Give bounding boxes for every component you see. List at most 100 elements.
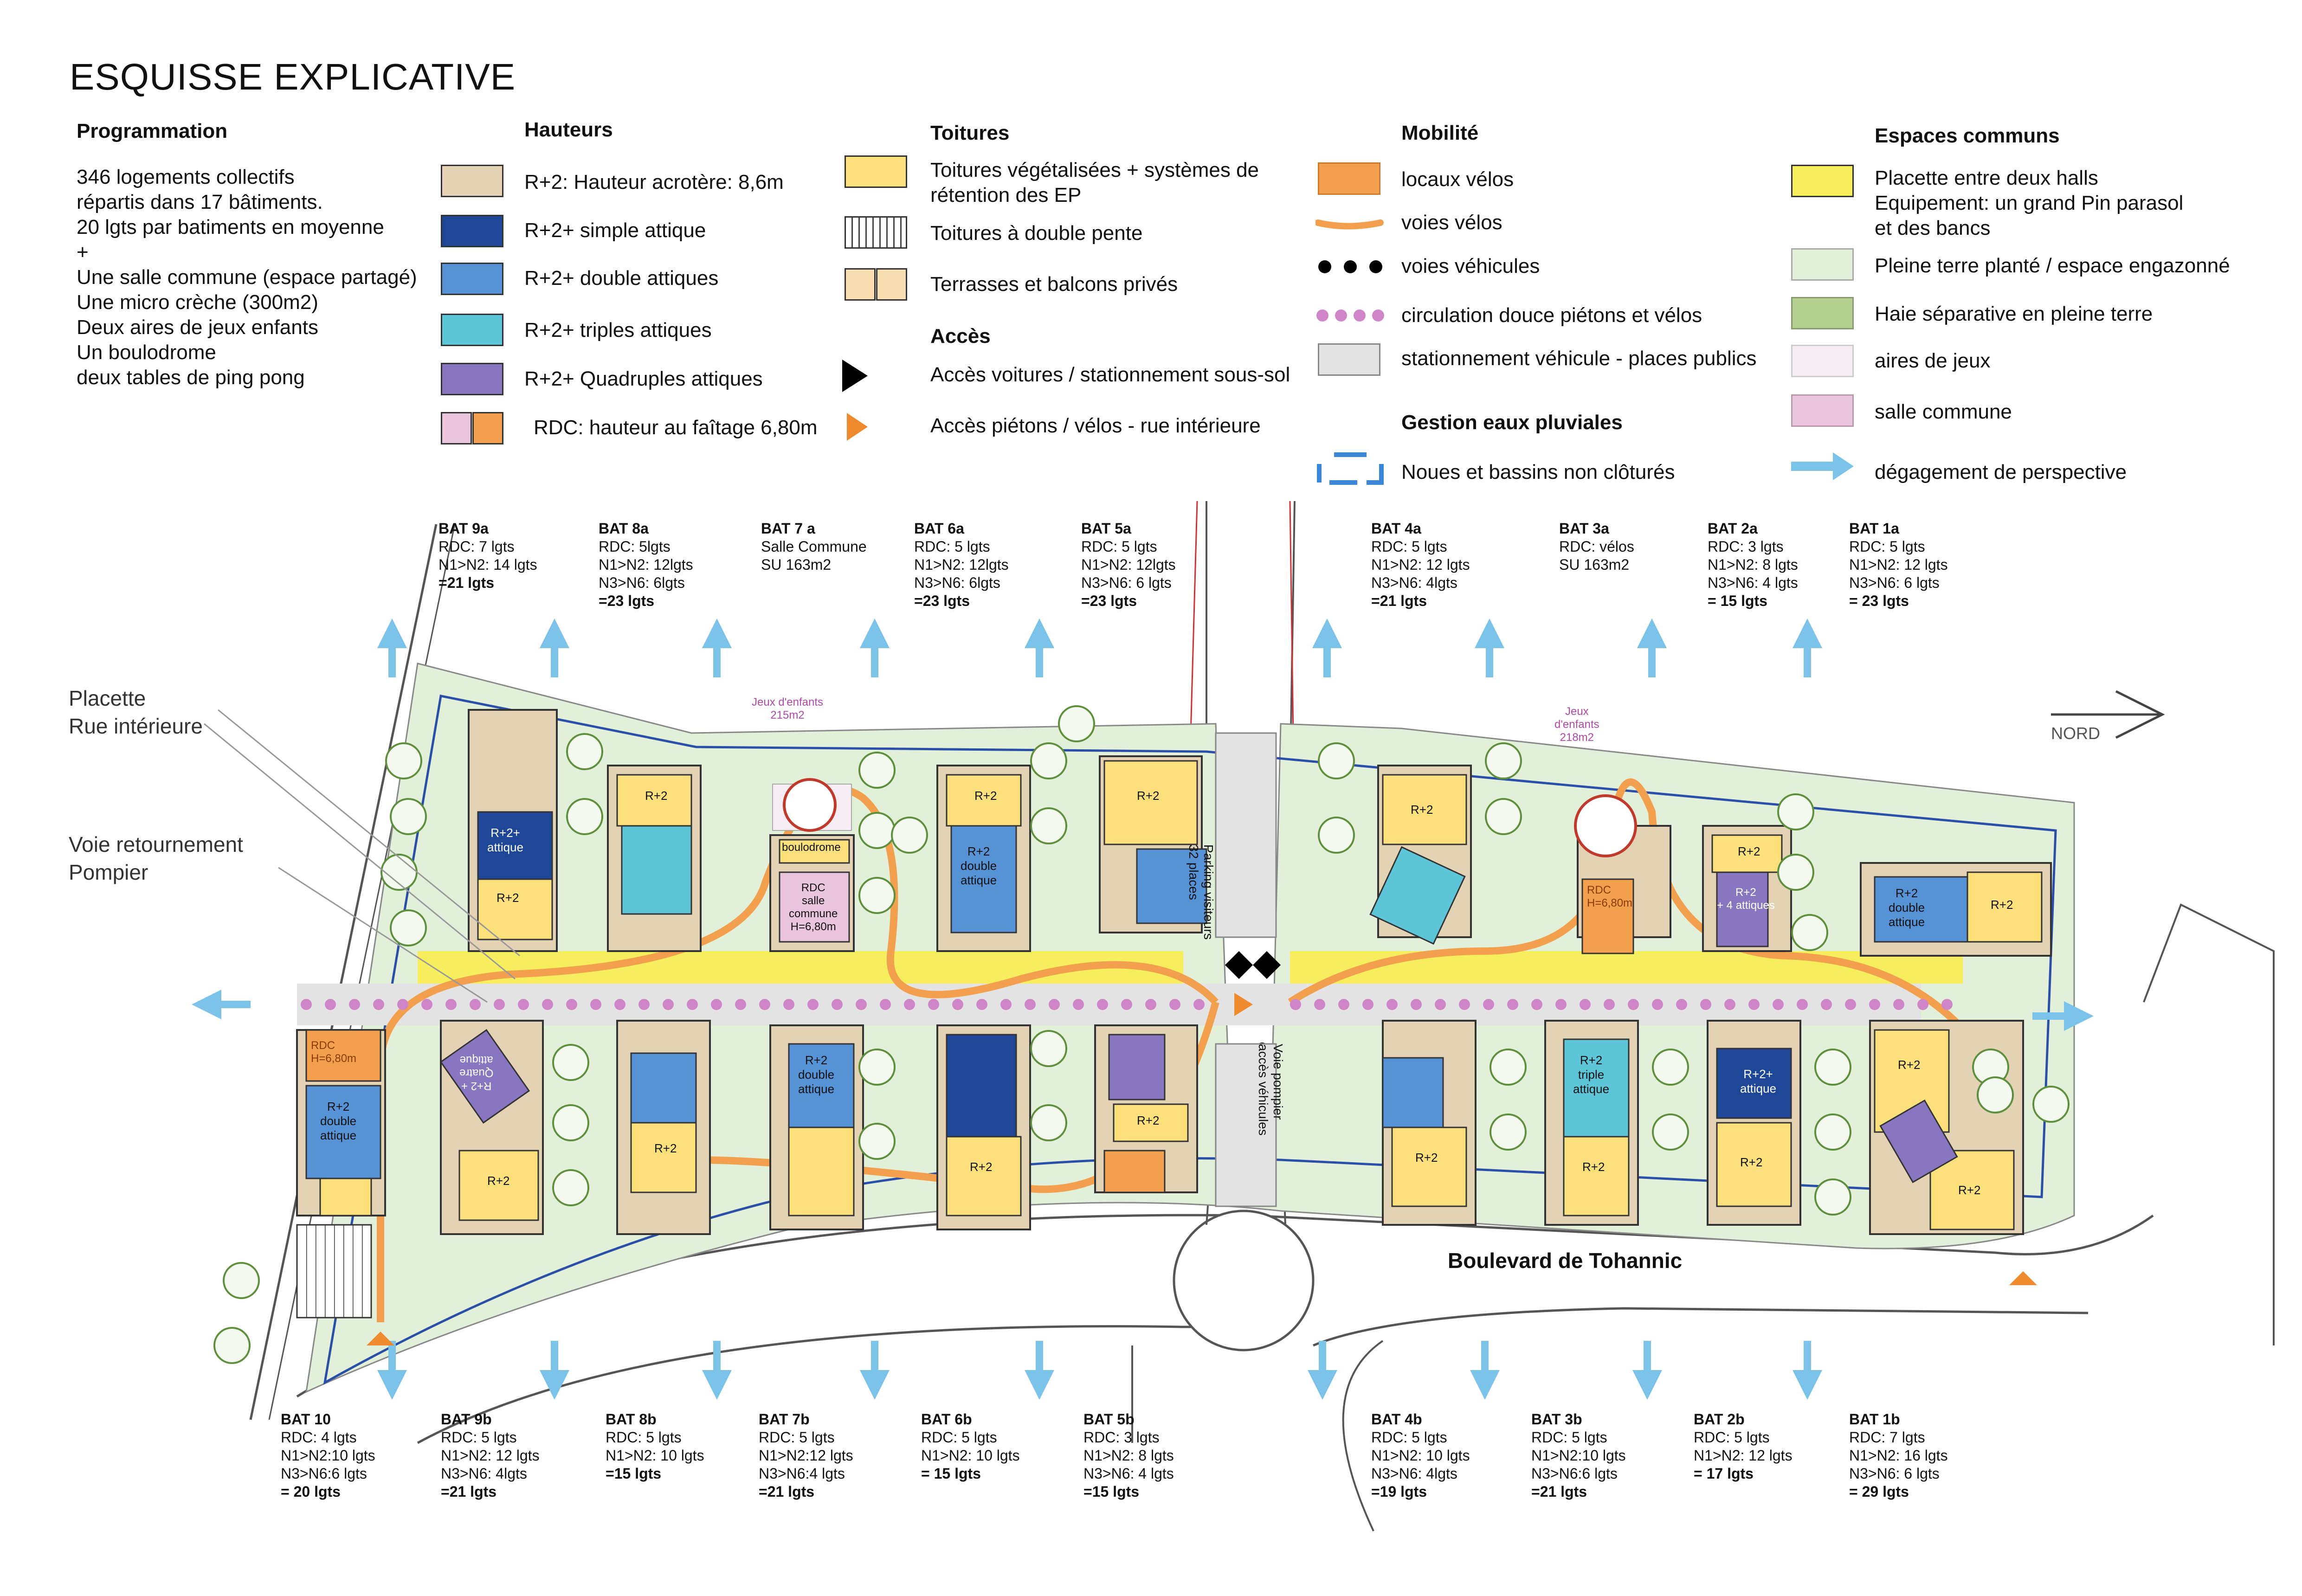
building-line: RDC: 7 lgts [438,538,515,555]
tree [390,909,427,946]
swatch-placette [1791,165,1854,197]
bat-5a [1099,755,1207,933]
building-total: =21 lgts [438,574,495,591]
soft-circulation-dot [832,999,843,1010]
roundabout [1173,1210,1315,1351]
soft-circulation-dot [711,999,722,1010]
soft-circulation-dot [952,999,963,1010]
soft-circulation-dot [1169,999,1180,1010]
soft-circulation-dot [1025,999,1036,1010]
building-name: BAT 6a [914,520,964,537]
building-line: N3>N6: 4lgts [441,1465,527,1482]
bat-6a-r2: R+2 [974,789,997,803]
building-line: N1>N2: 12lgts [599,556,693,573]
soft-circulation-dot [759,999,770,1010]
bat-2a-r2: R+2 [1738,844,1760,858]
building-line: N3>N6: 6lgts [599,574,685,591]
building-line: N3>N6: 4lgts [1371,574,1457,591]
building-line: RDC: 5 lgts [759,1429,835,1446]
bat-2a-quad: R+2 + 4 attiques [1717,886,1775,912]
soft-circulation-dot [1000,999,1012,1010]
toitures-heading: Toitures [930,122,1010,144]
pedestrian-access-icon [847,413,868,441]
soft-circulation-dot [566,999,577,1010]
espaces-heading: Espaces communs [1875,124,2060,147]
soft-circulation-dot [1893,999,1904,1010]
bat-8a-r2: R+2 [645,789,668,803]
rdc-velos-label: RDC H=6,80m [1587,884,1633,909]
tree [1777,793,1814,830]
soft-circulation-dot [856,999,867,1010]
building-line: RDC: 5 lgts [1371,538,1447,555]
perspective-arrows [192,618,2094,1400]
building-line: N1>N2:10 lgts [281,1447,375,1464]
tree [1791,914,1828,951]
building-line: RDC: 5 lgts [1531,1429,1607,1446]
building-line: SU 163m2 [761,556,832,573]
road-left [249,524,438,1420]
building-total: = 15 lgts [1708,592,1767,609]
bat-8b-r2: R+2 [654,1141,677,1155]
bat-2a [1702,825,1792,952]
building-line: N1>N2: 8 lgts [1083,1447,1174,1464]
tree [1814,1178,1851,1216]
soft-circulation-dot [687,999,698,1010]
mobilite-heading: Mobilité [1401,122,1479,144]
building-line: N3>N6: 6 lgts [1849,574,1940,591]
tree [858,877,896,914]
building-line: RDC: vélos [1559,538,1634,555]
building-line: N1>N2:12 lgts [759,1447,853,1464]
bat-2b-r2: R+2 [1740,1155,1763,1169]
soft-circulation-icon [1316,309,1384,322]
swatch-haie [1791,297,1854,329]
acces-heading: Accès [930,325,991,348]
bike-path [377,778,2022,1115]
legend-aires-jeux: aires de jeux [1875,349,1991,372]
building-name: BAT 3a [1559,520,1609,537]
swatch-double-attique [441,263,503,295]
tree [566,733,603,770]
bat-9b-r2: R+2 [487,1174,510,1188]
soft-circulation-dot [301,999,312,1010]
building-line: RDC: 5 lgts [914,538,990,555]
soft-circulation-dot [807,999,819,1010]
building-line: RDC: 5 lgts [1849,538,1925,555]
tree [223,1262,260,1299]
bat-6b-r2: R+2 [970,1160,993,1174]
building-total: = 20 lgts [281,1483,341,1500]
bat-3b-triple: R+2 triple attique [1573,1053,1610,1096]
building-name: BAT 10 [281,1411,331,1428]
side-label-voie-pompier: Voie retournement Pompier [69,832,243,884]
soft-circulation-dot [1121,999,1132,1010]
building-total: = 29 lgts [1849,1483,1909,1500]
tree [891,817,928,854]
building-name: BAT 5b [1083,1411,1135,1428]
building-line: N1>N2: 12lgts [914,556,1009,573]
north-arrow-icon [2051,690,2165,739]
legend-voies-vehicules: voies véhicules [1401,255,1540,277]
building-line: Salle Commune [761,538,867,555]
building-name: BAT 5a [1081,520,1131,537]
building-name: BAT 6b [921,1411,972,1428]
soft-circulation-dot [373,999,384,1010]
bat-5a-r2: R+2 [1137,789,1160,803]
building-name: BAT 7b [759,1411,810,1428]
soft-circulation-dot [1628,999,1639,1010]
hauteurs-heading: Hauteurs [524,118,613,141]
building-line: N1>N2: 12 lgts [1849,556,1948,573]
jeux-label-1: Jeux d'enfants 215m2 [752,696,824,721]
building-line: RDC: 3 lgts [1083,1429,1160,1446]
bike-lane-icon [1315,219,1384,230]
building-name: BAT 8b [606,1411,657,1428]
soft-circulation-dot [1193,999,1205,1010]
building-total: =23 lgts [914,592,970,609]
boulevard-lower-edge [417,1325,1281,1444]
salle-commune-label: RDC salle commune H=6,80m [789,882,838,933]
nord-label: NORD [2051,724,2100,743]
soft-circulation-dot [1531,999,1542,1010]
building-name: BAT 4a [1371,520,1421,537]
